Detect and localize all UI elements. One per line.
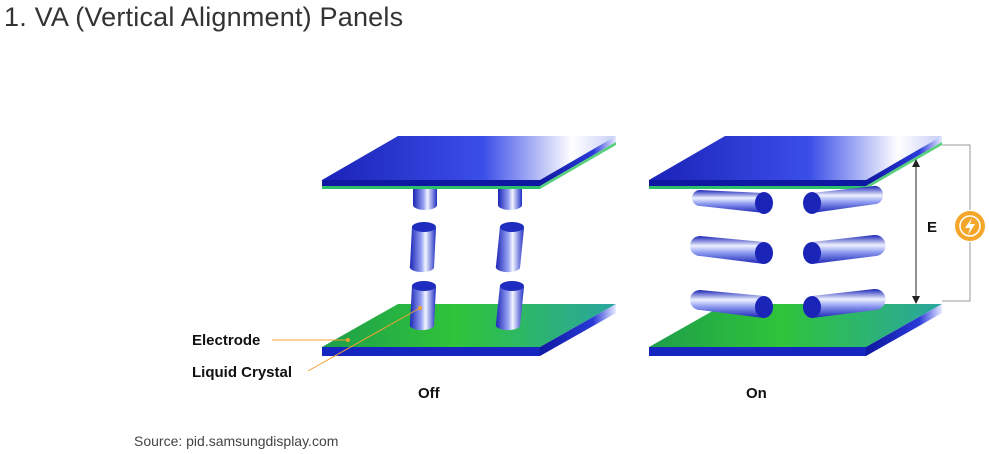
liquid-crystal-molecule: [803, 234, 886, 264]
liquid-crystal-molecule: [409, 222, 436, 273]
electrode-label: Electrode: [192, 332, 260, 349]
liquid-crystal-molecule: [690, 290, 773, 318]
electric-field-arrow: [912, 159, 920, 304]
liquid-crystal-molecule: [413, 189, 437, 210]
on-state-label: On: [746, 385, 767, 402]
liquid-crystal-leader-dot: [418, 306, 422, 310]
top-electrode-plate: [649, 136, 942, 189]
electrode-leader-dot: [346, 338, 350, 342]
bottom-electrode-plate: [649, 304, 942, 356]
off-state-label: Off: [418, 385, 441, 402]
source-caption: Source: pid.samsungdisplay.com: [134, 433, 339, 449]
liquid-crystal-molecule: [690, 236, 773, 264]
lightning-icon: [955, 211, 985, 241]
electric-field-label: E: [927, 219, 937, 236]
liquid-crystal-molecule: [495, 222, 524, 273]
liquid-crystal-molecule: [803, 288, 886, 318]
on-panel: On E: [649, 136, 985, 402]
liquid-crystal-leader-line: [307, 307, 421, 372]
liquid-crystal-molecule: [803, 185, 884, 214]
liquid-crystal-molecule: [692, 190, 773, 214]
bottom-electrode-plate: [322, 304, 616, 356]
off-panel: Electrode Liquid Crystal Off: [192, 136, 616, 402]
power-circuit: [942, 144, 971, 302]
liquid-crystal-molecule: [498, 189, 522, 210]
top-electrode-plate: [322, 136, 616, 189]
liquid-crystal-molecule: [495, 281, 524, 331]
liquid-crystal-label: Liquid Crystal: [192, 364, 292, 381]
liquid-crystal-molecule: [409, 281, 436, 331]
page-title: 1. VA (Vertical Alignment) Panels: [4, 2, 404, 32]
